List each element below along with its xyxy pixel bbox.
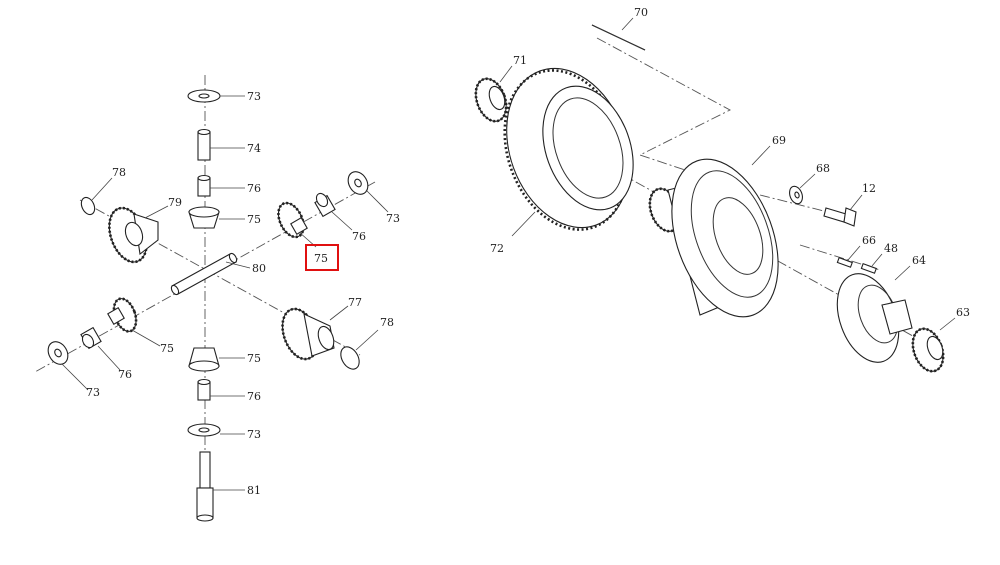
label-bushing-bottom: 76 <box>247 390 261 403</box>
shaft-bottom[interactable] <box>196 451 214 522</box>
pin[interactable] <box>836 257 853 268</box>
bevel-gear-large-near[interactable] <box>276 304 337 364</box>
label-end-cover: 64 <box>912 254 926 267</box>
part-labels: 73 74 76 75 78 79 76 73 80 75 76 73 77 7… <box>86 6 970 497</box>
washer-far-left[interactable] <box>79 195 97 216</box>
small-bearing[interactable] <box>470 75 511 126</box>
washer-top[interactable] <box>187 89 221 103</box>
bushing-left[interactable] <box>80 326 102 350</box>
leader-lines-left <box>61 95 389 491</box>
long-bolt[interactable] <box>591 24 646 51</box>
label-flat-washer: 68 <box>816 162 830 175</box>
small-bolt[interactable] <box>860 263 877 274</box>
bevel-gear-large-left[interactable] <box>102 203 159 267</box>
flat-washer[interactable] <box>787 184 804 205</box>
hex-bolt[interactable] <box>823 207 857 227</box>
label-washer-right: 73 <box>386 212 400 225</box>
label-bushing-top: 76 <box>247 182 261 195</box>
label-small-bolt: 48 <box>884 242 898 255</box>
label-tapered-bearing: 63 <box>956 306 970 319</box>
cross-shaft[interactable] <box>170 252 238 296</box>
label-gear-large-near: 77 <box>348 296 362 309</box>
spider-assembly <box>34 75 389 522</box>
bushing-top[interactable] <box>197 174 211 197</box>
label-gear-large-left: 79 <box>168 196 182 209</box>
label-small-bearing: 71 <box>513 54 527 67</box>
washer-right[interactable] <box>344 168 372 198</box>
label-washer-far-left: 78 <box>112 166 126 179</box>
leader-lines-right <box>499 17 956 331</box>
label-long-bolt: 70 <box>634 6 648 19</box>
label-hex-bolt: 12 <box>862 182 876 195</box>
bevel-gear-bottom[interactable] <box>188 347 220 372</box>
bevel-gear-top[interactable] <box>188 206 220 229</box>
bushing-bottom[interactable] <box>197 378 211 401</box>
label-washer-top: 73 <box>247 90 261 103</box>
label-housing: 69 <box>772 134 786 147</box>
label-bushing-left: 76 <box>118 368 132 381</box>
bushing-right[interactable] <box>314 191 336 218</box>
label-washer-bottom: 73 <box>247 428 261 441</box>
label-gear-left: 75 <box>160 342 174 355</box>
washer-left[interactable] <box>44 338 72 368</box>
label-washer-left: 73 <box>86 386 100 399</box>
label-ring-gear: 72 <box>490 242 504 255</box>
label-washer-near: 78 <box>380 316 394 329</box>
washer-bottom[interactable] <box>187 423 221 437</box>
label-gear-top: 75 <box>247 213 261 226</box>
ring-gear[interactable] <box>483 51 650 247</box>
end-cover[interactable] <box>826 265 913 371</box>
bevel-gear-left[interactable] <box>107 296 140 335</box>
differential-case-assembly <box>470 17 956 376</box>
label-pin: 66 <box>862 234 876 247</box>
pin-top[interactable] <box>197 128 211 161</box>
label-gear-bottom: 75 <box>247 352 261 365</box>
tapered-bearing[interactable] <box>907 325 948 376</box>
bolt-path <box>596 37 731 176</box>
bevel-gear-right[interactable] <box>273 199 308 241</box>
label-gear-right-highlighted: 75 <box>314 252 328 265</box>
label-pin-top: 74 <box>247 142 261 155</box>
washer-near[interactable] <box>337 344 363 373</box>
highlight-box[interactable] <box>305 244 339 271</box>
label-shaft-bottom: 81 <box>247 484 261 497</box>
differential-housing[interactable] <box>644 145 798 332</box>
label-bushing-right: 76 <box>352 230 366 243</box>
label-cross-shaft: 80 <box>252 262 266 275</box>
